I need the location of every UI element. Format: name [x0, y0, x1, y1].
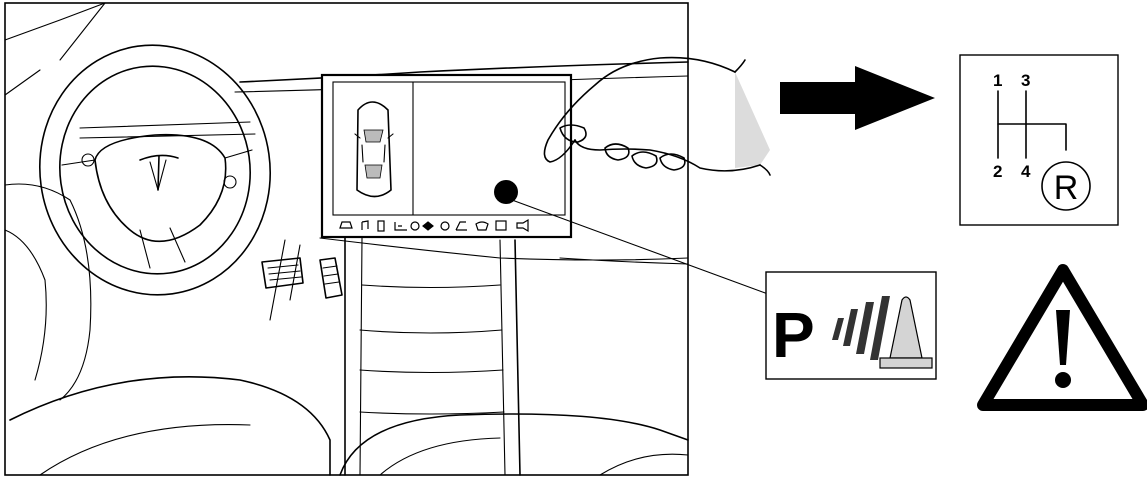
warning-triangle-icon	[983, 270, 1143, 405]
gear-label-1: 1	[993, 71, 1002, 90]
illustration-frame	[5, 3, 688, 475]
touchscreen	[322, 75, 571, 237]
gear-label-3: 3	[1021, 71, 1030, 90]
arrow-right-icon	[780, 66, 935, 130]
cabin-illustration	[5, 3, 770, 475]
parking-letter: P	[772, 299, 815, 371]
gear-label-2: 2	[993, 162, 1002, 181]
gear-shift-diagram: 1 3 2 4 R	[960, 55, 1118, 225]
parking-sensor-symbol: P	[766, 272, 936, 379]
reverse-gear-label: R	[1054, 169, 1079, 207]
gear-label-4: 4	[1021, 162, 1031, 181]
